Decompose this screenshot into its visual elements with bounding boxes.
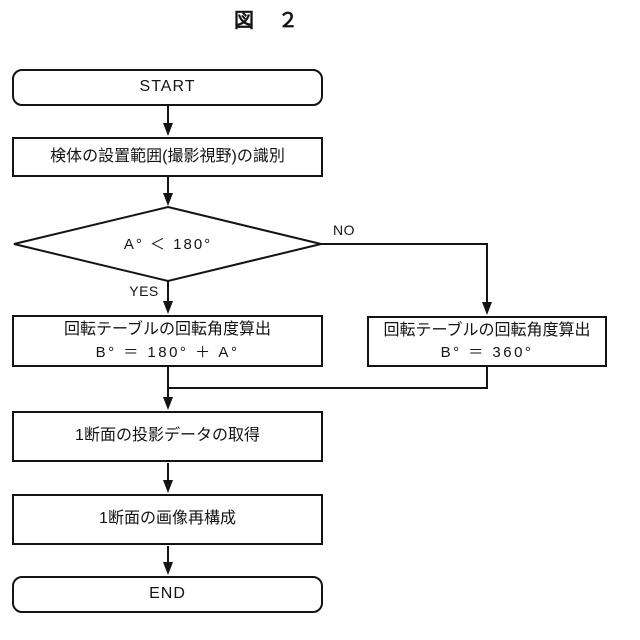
start-label: START [139, 78, 196, 96]
process-calc-rotation-full: 回転テーブルの回転角度算出 B° ＝ 360° [367, 316, 607, 367]
calc-partial-line1: 回転テーブルの回転角度算出 [63, 321, 272, 339]
arrowhead-acquire-reconstruct [163, 480, 173, 493]
calc-full-line1: 回転テーブルの回転角度算出 [383, 321, 591, 339]
process-reconstruct-label: 1断面の画像再構成 [99, 510, 236, 528]
calc-partial-formula: B° ＝ 180° ＋ A° [95, 343, 240, 361]
branch-label-yes: YES [129, 283, 159, 299]
arrowhead-calcyes-acquire [163, 397, 173, 410]
arrowhead-no-branch [482, 302, 492, 315]
process-image-reconstruction: 1断面の画像再構成 [12, 494, 323, 545]
figure-title: 図 ２ [234, 10, 300, 32]
process-identify-label: 検体の設置範囲(撮影視野)の識別 [50, 147, 285, 165]
arrowhead-identify-decision [163, 193, 173, 206]
end-label: END [149, 585, 186, 603]
decision-condition-label: A° ＜ 180° [123, 236, 213, 253]
start-terminator: START [12, 69, 323, 106]
process-acquire-projection-data: 1断面の投影データの取得 [12, 411, 323, 462]
connector-no-branch [321, 243, 488, 304]
process-identify-scan-range: 検体の設置範囲(撮影視野)の識別 [12, 137, 323, 177]
end-terminator: END [12, 576, 323, 613]
branch-label-no: NO [333, 222, 355, 238]
process-calc-rotation-partial: 回転テーブルの回転角度算出 B° ＝ 180° ＋ A° [12, 315, 323, 367]
arrowhead-reconstruct-end [163, 562, 173, 575]
arrowhead-yes-branch [163, 301, 173, 314]
process-acquire-label: 1断面の投影データの取得 [75, 427, 260, 445]
arrowhead-start-identify [163, 123, 173, 136]
calc-full-formula: B° ＝ 360° [440, 344, 534, 362]
connector-calcno-merge [168, 367, 488, 389]
